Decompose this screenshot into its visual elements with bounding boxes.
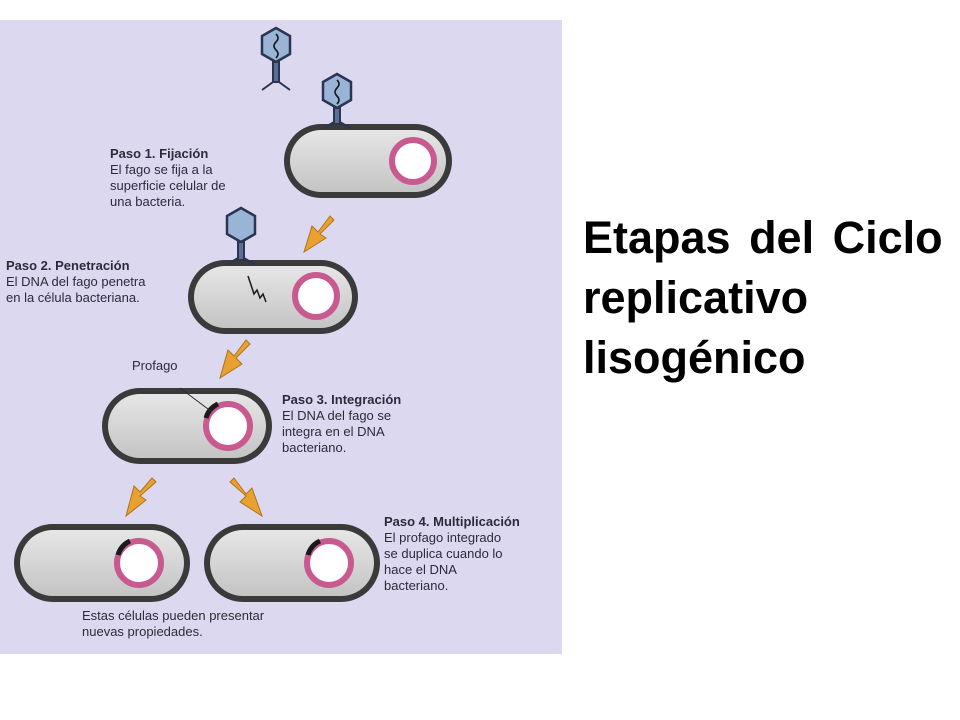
step-2-caption: Paso 2. Penetración El DNA del fago pene… xyxy=(6,258,145,306)
step-3-caption: Paso 3. Integración El DNA del fago se i… xyxy=(282,392,401,456)
bacterium-step-2 xyxy=(188,260,358,334)
bacterium-daughter-left xyxy=(14,524,190,602)
step-4-line: bacteriano. xyxy=(384,578,449,593)
lysogenic-cycle-diagram: Paso 1. Fijación El fago se fija a la su… xyxy=(0,20,562,654)
bacterium-step-1 xyxy=(284,124,452,198)
step-2-line: en la célula bacteriana. xyxy=(6,290,140,305)
slide-title: Etapas del Ciclo replicativo lisogénico xyxy=(583,212,943,383)
phage-free-icon xyxy=(260,26,292,91)
bacterium-step-3 xyxy=(102,387,272,464)
step-1-line: El fago se fija a la xyxy=(110,162,213,177)
step-4-caption: Paso 4. Multiplicación El profago integr… xyxy=(384,514,520,594)
step-1-line: superficie celular de xyxy=(110,178,226,193)
footer-caption: Estas células pueden presentar nuevas pr… xyxy=(82,608,264,640)
profago-label: Profago xyxy=(132,358,178,373)
step-3-heading: Paso 3. Integración xyxy=(282,392,402,407)
step-1-heading: Paso 1. Fijación xyxy=(110,146,209,161)
diagram-artwork xyxy=(0,20,562,654)
step-1-caption: Paso 1. Fijación El fago se fija a la su… xyxy=(110,146,226,210)
step-1-line: una bacteria. xyxy=(110,194,186,209)
footer-line: nuevas propiedades. xyxy=(82,624,203,639)
step-3-line: El DNA del fago se xyxy=(282,408,392,423)
step-4-line: se duplica cuando lo xyxy=(384,546,503,561)
step-4-line: hace el DNA xyxy=(384,562,457,577)
step-3-line: bacteriano. xyxy=(282,440,347,455)
arrow-icon xyxy=(219,339,251,380)
arrow-icon xyxy=(229,477,263,518)
step-4-line: El profago integrado xyxy=(384,530,502,545)
arrow-icon xyxy=(125,477,157,518)
footer-line: Estas células pueden presentar xyxy=(82,608,265,623)
phage-injecting-icon xyxy=(225,206,257,265)
step-2-heading: Paso 2. Penetración xyxy=(6,258,130,273)
phage-attached-icon xyxy=(321,72,353,129)
bacterium-daughter-right xyxy=(204,524,380,602)
step-4-heading: Paso 4. Multiplicación xyxy=(384,514,520,529)
step-2-line: El DNA del fago penetra xyxy=(6,274,146,289)
step-3-line: integra en el DNA xyxy=(282,424,385,439)
arrow-icon xyxy=(303,215,335,254)
